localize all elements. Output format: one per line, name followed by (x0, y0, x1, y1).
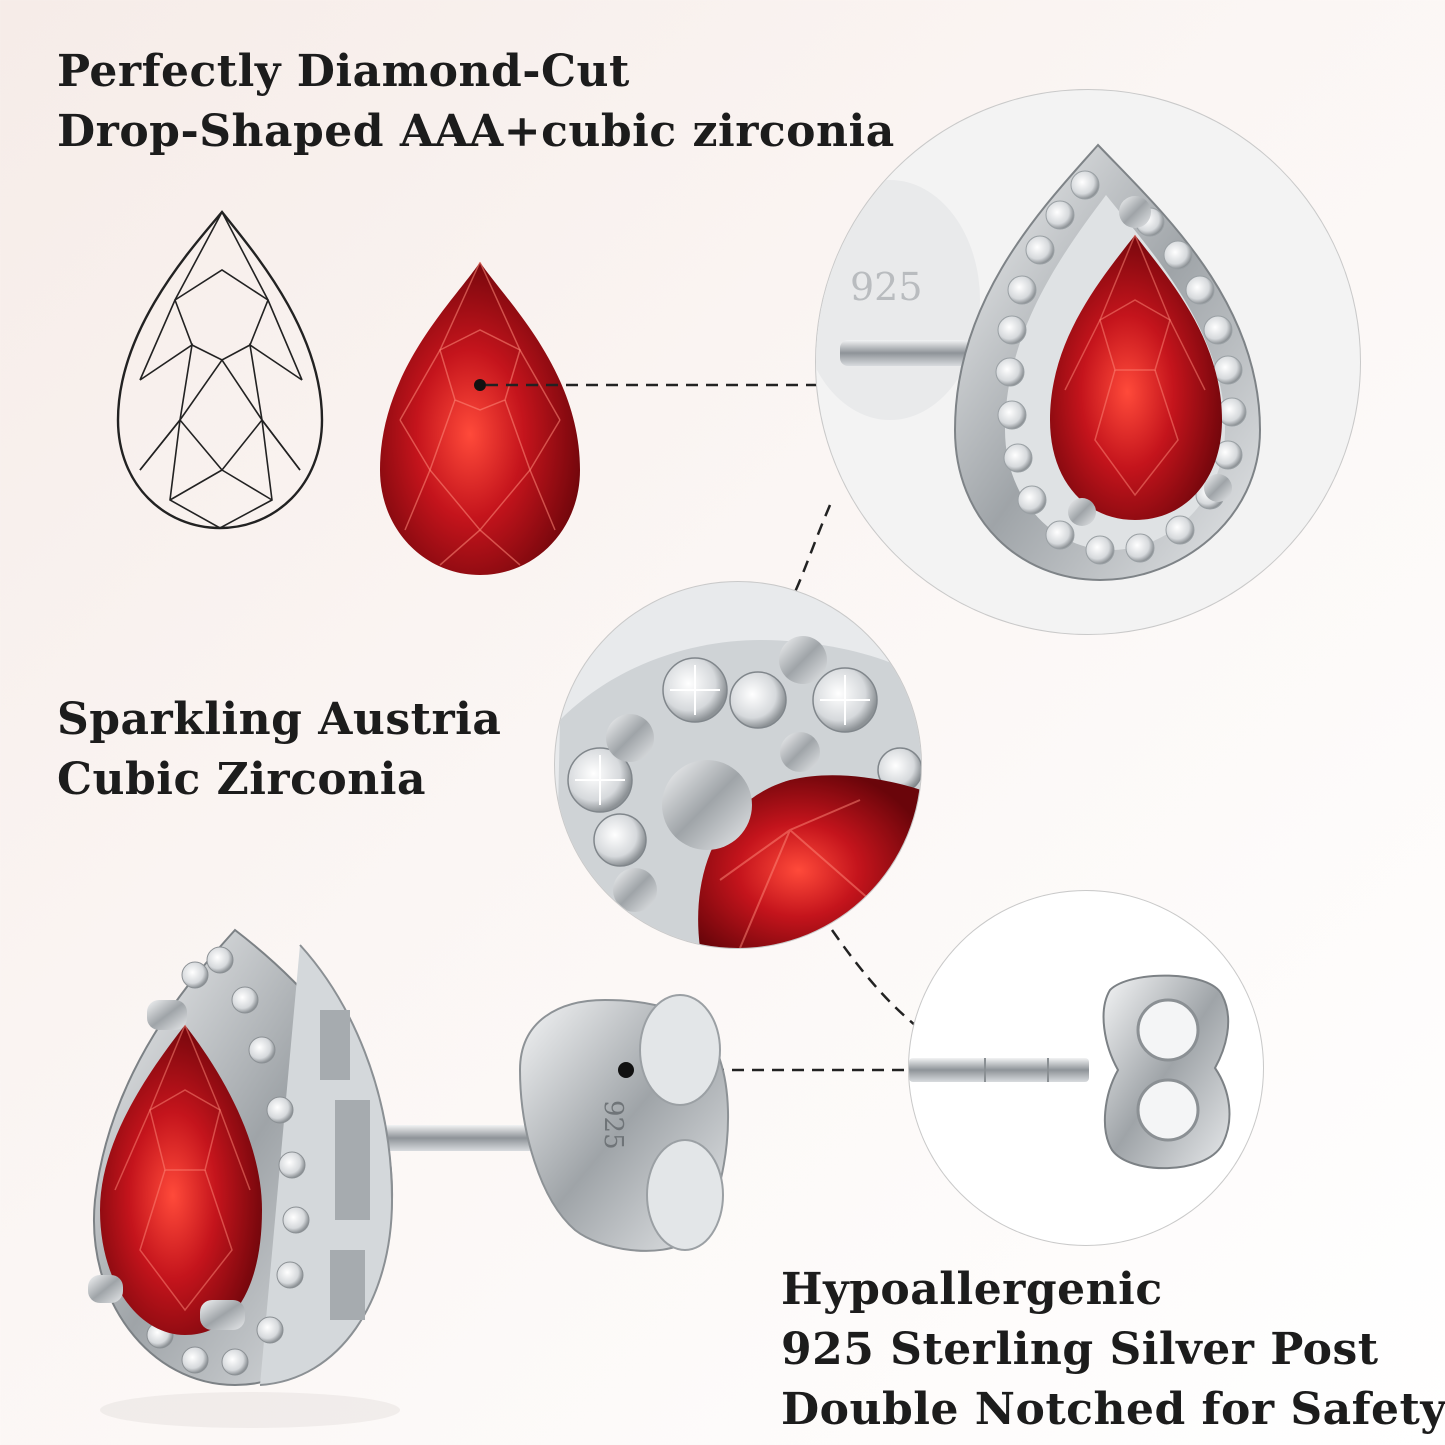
caption-austria-zirconia-line1: Sparkling Austria (57, 694, 502, 745)
halo-stones-closeup-photo (554, 581, 922, 949)
earring-closeup-photo: 925 (815, 89, 1361, 635)
caption-diamond-cut-line2: Drop-Shaped AAA+cubic zirconia (57, 106, 895, 157)
caption-diamond-cut: Perfectly Diamond-Cut Drop-Shaped AAA+cu… (57, 42, 895, 162)
stud-earring-side-view: 925 (88, 928, 730, 1428)
back-marker-dot (618, 1062, 634, 1078)
earring-back: 925 (518, 994, 730, 1252)
stamp-925-back: 925 (598, 1100, 628, 1150)
caption-austria-zirconia: Sparkling Austria Cubic Zirconia (57, 690, 501, 810)
caption-silver-post: Hypoallergenic 925 Sterling Silver Post … (781, 1260, 1445, 1440)
caption-silver-post-line1: Hypoallergenic (781, 1264, 1163, 1315)
caption-austria-zirconia-line2: Cubic Zirconia (57, 754, 426, 805)
post-and-back-closeup-photo (908, 890, 1264, 1246)
red-pear-gem-icon (380, 261, 580, 575)
caption-silver-post-line2: 925 Sterling Silver Post (781, 1324, 1379, 1375)
caption-diamond-cut-line1: Perfectly Diamond-Cut (57, 46, 630, 97)
stamp-925-closeup: 925 (850, 265, 923, 309)
pear-cut-outline-icon (116, 210, 324, 530)
gem-marker-dot (474, 379, 486, 391)
connector-halo-to-post (830, 929, 916, 1026)
connector-closeup-to-halo (793, 504, 832, 593)
caption-silver-post-line3: Double Notched for Safety (781, 1384, 1445, 1435)
